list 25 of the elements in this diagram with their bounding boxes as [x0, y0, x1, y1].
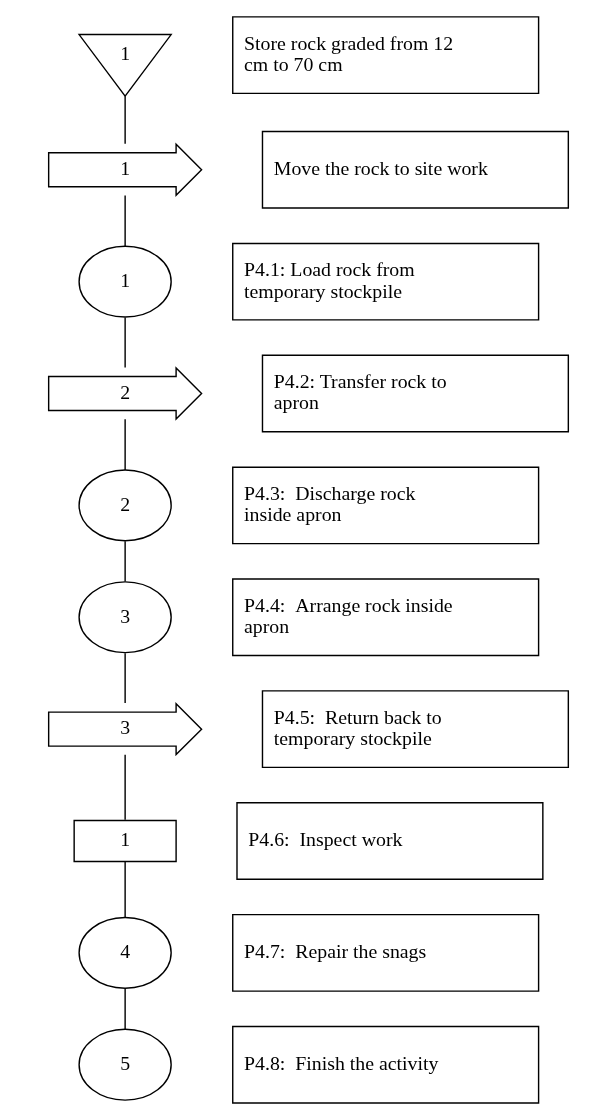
connector [123, 861, 126, 918]
node-box: P4.8: Finish the activity [231, 1025, 539, 1104]
connector [123, 754, 126, 821]
node-box: P4.2: Transfer rock to apron [261, 354, 569, 433]
node-box: Store rock graded from 12 cm to 70 cm [231, 16, 539, 95]
node-box: Move the rock to site work [261, 130, 569, 209]
connector [123, 316, 126, 369]
node-ellipse: 1 [77, 245, 172, 318]
connector [123, 194, 126, 247]
node-box: 1 [72, 819, 177, 863]
connector [123, 418, 126, 471]
node-box: P4.7: Repair the snags [231, 913, 539, 992]
connector [123, 988, 126, 1030]
node-box: P4.3: Discharge rock inside apron [231, 466, 539, 545]
node-ellipse: 4 [77, 916, 172, 989]
connector [123, 540, 126, 583]
node-ellipse: 5 [77, 1028, 172, 1101]
node-ellipse: 2 [77, 469, 172, 542]
node-box: P4.5: Return back to temporary stockpile [261, 690, 569, 769]
node-box: P4.6: Inspect work [235, 802, 544, 880]
node-box: P4.4: Arrange rock inside apron [231, 578, 539, 657]
connector [123, 652, 126, 704]
node-box: P4.1: Load rock from temporary stockpile [231, 242, 539, 321]
connector [123, 95, 126, 145]
node-ellipse: 3 [77, 581, 172, 654]
